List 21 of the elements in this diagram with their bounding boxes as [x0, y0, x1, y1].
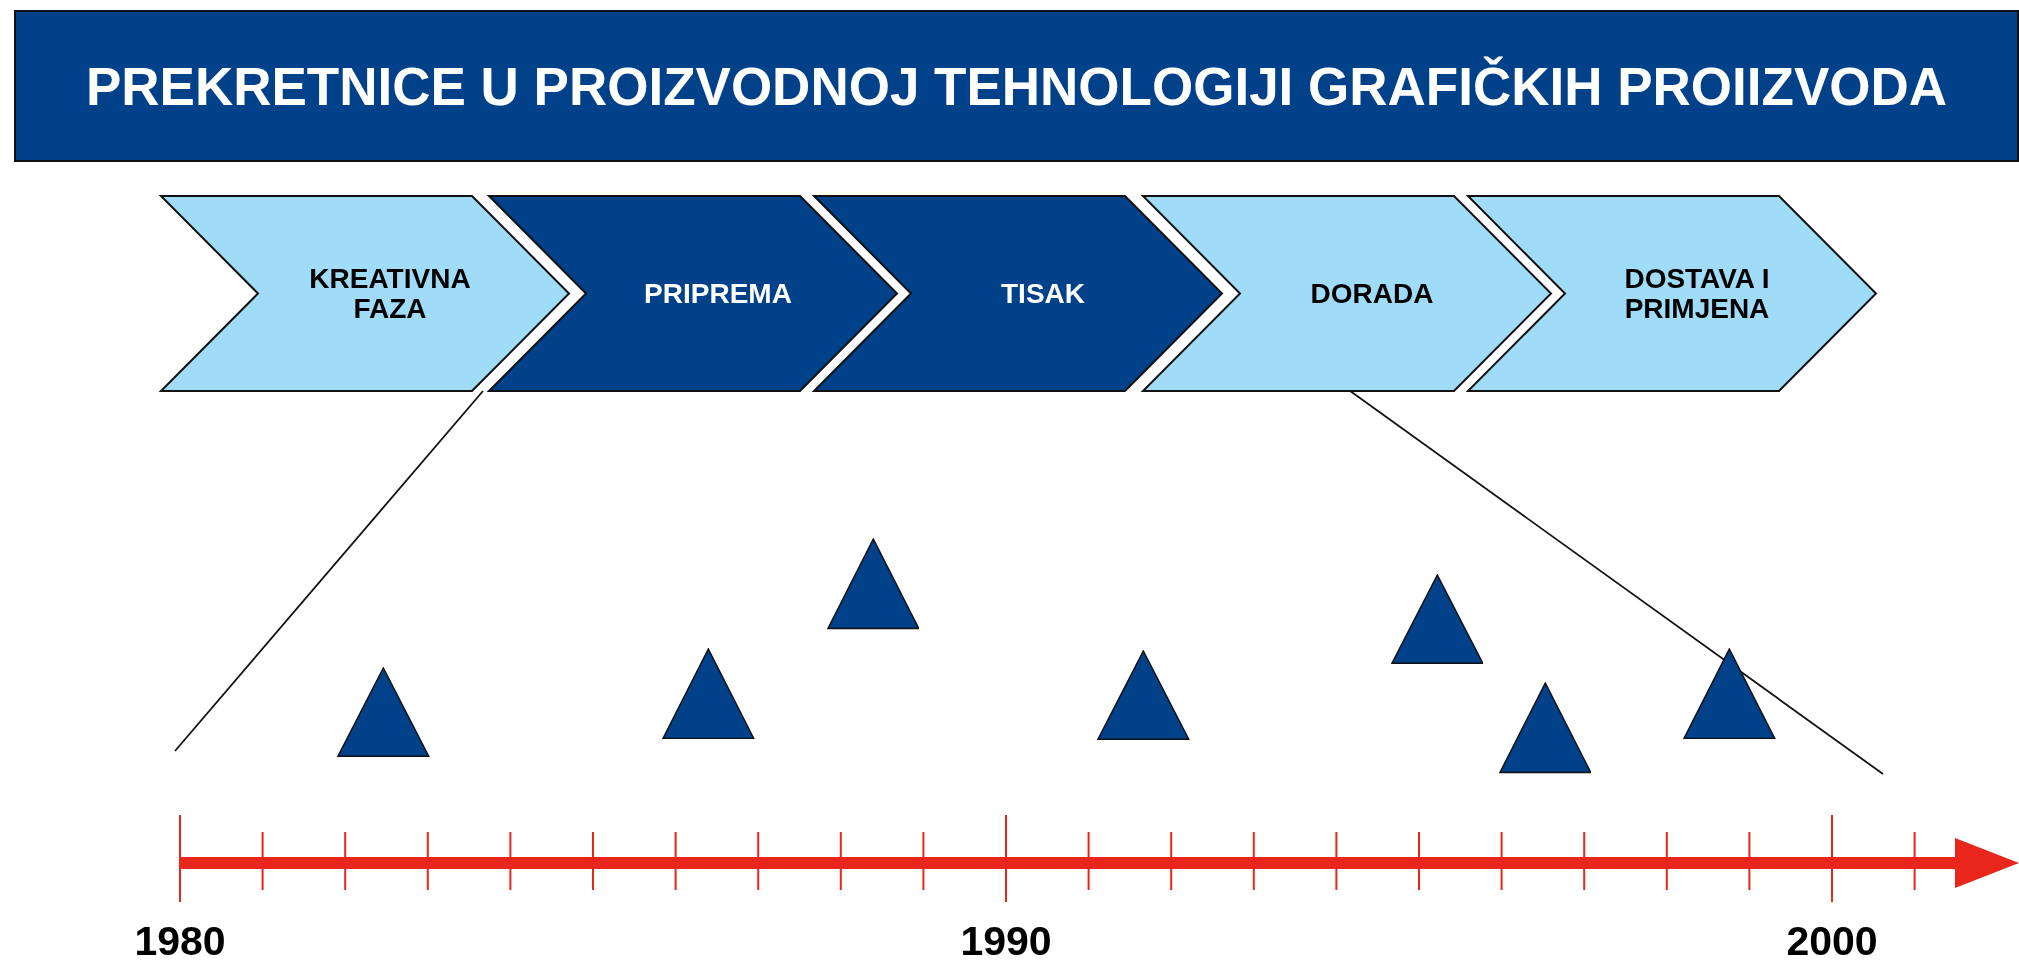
year-label: 2000 — [1786, 918, 1878, 965]
year-label: 1980 — [134, 918, 226, 965]
triangle-marker — [661, 647, 755, 740]
triangle-marker — [826, 538, 920, 630]
title-banner: PREKRETNICE U PROIZVODNOJ TEHNOLOGIJI GRAFIČKIH PROIIZVODA — [14, 10, 2019, 162]
chevron-shape — [1143, 196, 1551, 391]
triangle-marker — [1498, 682, 1592, 774]
phase-label: KREATIVNA FAZA — [308, 264, 472, 323]
chevron-shape — [489, 196, 897, 391]
year-label: 1990 — [960, 918, 1052, 965]
phase-label: DORADA — [1310, 278, 1434, 309]
phase-label: TISAK — [1001, 278, 1085, 309]
triangle-marker — [1682, 647, 1776, 740]
chevron-shape — [1468, 196, 1876, 391]
chevron-shape — [161, 196, 569, 391]
triangle-marker — [1390, 574, 1484, 665]
chevron-shape — [814, 196, 1222, 391]
triangle-marker — [337, 666, 431, 758]
phase-label: DOSTAVA I PRIMJENA — [1623, 264, 1771, 323]
phase-label: PRIPREMA — [644, 278, 792, 309]
triangle-marker — [1097, 650, 1190, 741]
